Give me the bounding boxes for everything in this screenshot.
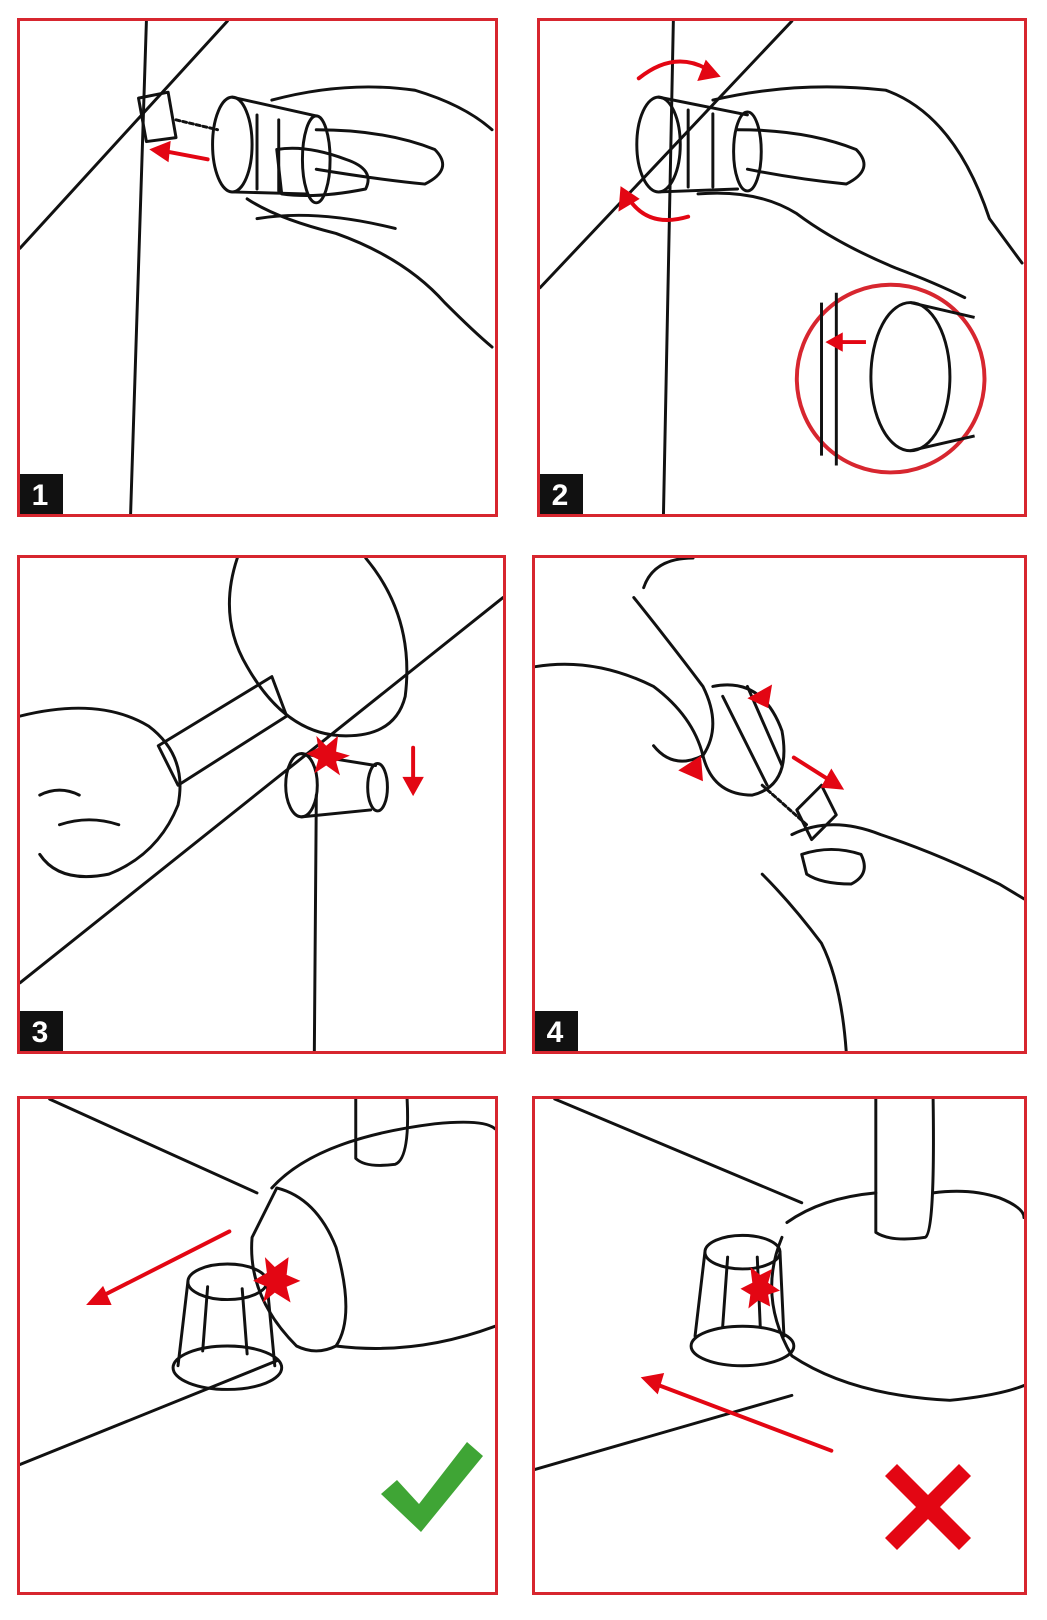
impact-spark — [306, 735, 350, 776]
step-4-illustration — [535, 558, 1024, 1051]
red-arrow-down — [402, 745, 424, 797]
wrong-method-panel — [532, 1096, 1027, 1595]
red-arrow-diagonal — [640, 1373, 834, 1453]
impact-spark — [253, 1257, 301, 1303]
step-panel-4: 4 — [532, 555, 1027, 1054]
squeeze-arrows — [678, 684, 773, 782]
red-arrow-left — [149, 140, 210, 163]
impact-spark — [740, 1266, 780, 1309]
correct-method-panel — [17, 1096, 498, 1595]
correct-method-illustration — [20, 1099, 495, 1466]
step-number-badge: 4 — [535, 1011, 578, 1051]
step-panel-2: 2 — [537, 18, 1027, 517]
step-number-badge: 3 — [20, 1011, 63, 1051]
step-2-illustration — [540, 21, 1024, 514]
step-number-badge: 2 — [540, 474, 583, 514]
step-3-illustration — [20, 558, 503, 1051]
wrong-method-illustration — [535, 1099, 1024, 1471]
red-arrow-pull — [791, 755, 845, 790]
step-panel-1: 1 — [17, 18, 498, 517]
step-panel-3: 3 — [17, 555, 506, 1054]
cross-icon — [885, 1464, 971, 1550]
red-arrow-diagonal — [86, 1229, 232, 1306]
detail-inset — [794, 282, 987, 475]
step-1-illustration — [20, 21, 494, 514]
step-number-badge: 1 — [20, 474, 63, 514]
rotate-arrows — [618, 59, 721, 222]
check-icon — [381, 1442, 483, 1532]
